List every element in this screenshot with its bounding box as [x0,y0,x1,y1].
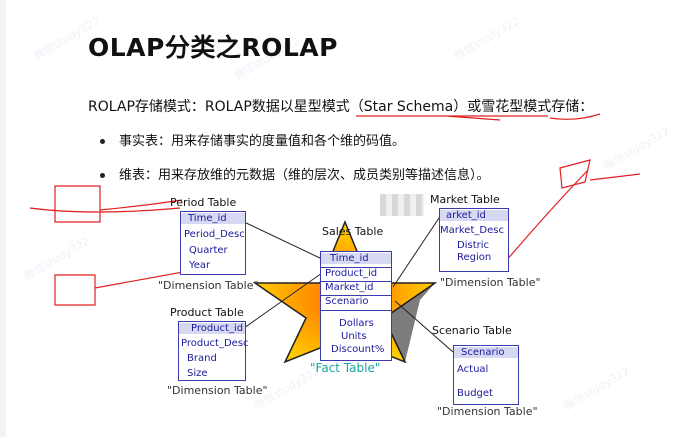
scenario-table-caption: "Dimension Table" [437,405,538,418]
snowflake-underline-annotation [550,114,600,119]
period-table: Time_id Period_Desc Quarter Year [180,211,246,275]
field-budget: Budget [457,388,493,399]
period-box-annotation [55,186,100,222]
connector-period [240,220,322,259]
field-region: Region [457,252,491,263]
field-product-desc: Product_Desc [181,338,249,349]
product-table-label: Product Table [170,306,244,319]
market-table-caption: "Dimension Table" [440,276,541,289]
market-tick-annotation [590,174,640,180]
field-size: Size [187,368,208,379]
field-market-desc: Market_Desc [440,225,504,236]
sales-fact-table: Time_id Product_id Market_id Scenario Do… [320,251,392,361]
sales-table-label: Sales Table [322,225,383,238]
period-table-caption: "Dimension Table" [158,279,259,292]
product-table: Product_id Product_Desc Brand Size [178,321,246,381]
sales-table-caption: "Fact Table" [310,361,380,375]
field-product-id: Product_id [325,268,377,279]
field-year: Year [189,260,210,271]
field-quarter: Quarter [189,245,228,256]
field-market-id: arket_id [440,210,508,221]
scenario-table: Scenario Actual Budget [453,345,519,405]
product-box-annotation [55,275,95,305]
field-actual: Actual [457,364,488,375]
market-table-label: Market Table [430,193,500,206]
field-time-id: Time_id [321,253,391,264]
product-table-caption: "Dimension Table" [167,384,268,397]
period-table-label: Period Table [170,196,236,209]
field-time-id: Time_id [181,213,245,224]
redacted-area [380,194,424,216]
field-product-id: Product_id [179,323,245,334]
connector-market [393,218,439,287]
scenario-table-label: Scenario Table [432,324,512,337]
field-discount: Discount% [331,344,384,355]
field-scenario: Scenario [325,296,368,307]
market-arrow-annotation [500,170,588,268]
field-units: Units [341,331,367,342]
field-period-desc: Period_Desc [184,229,245,240]
field-market-id: Market_id [325,282,374,293]
field-dollars: Dollars [339,318,374,329]
field-brand: Brand [187,353,217,364]
market-table: arket_id Market_Desc Distric Region [439,208,509,272]
underline-annotation [356,116,548,120]
field-district: Distric [457,240,489,251]
field-scenario: Scenario [454,347,518,358]
